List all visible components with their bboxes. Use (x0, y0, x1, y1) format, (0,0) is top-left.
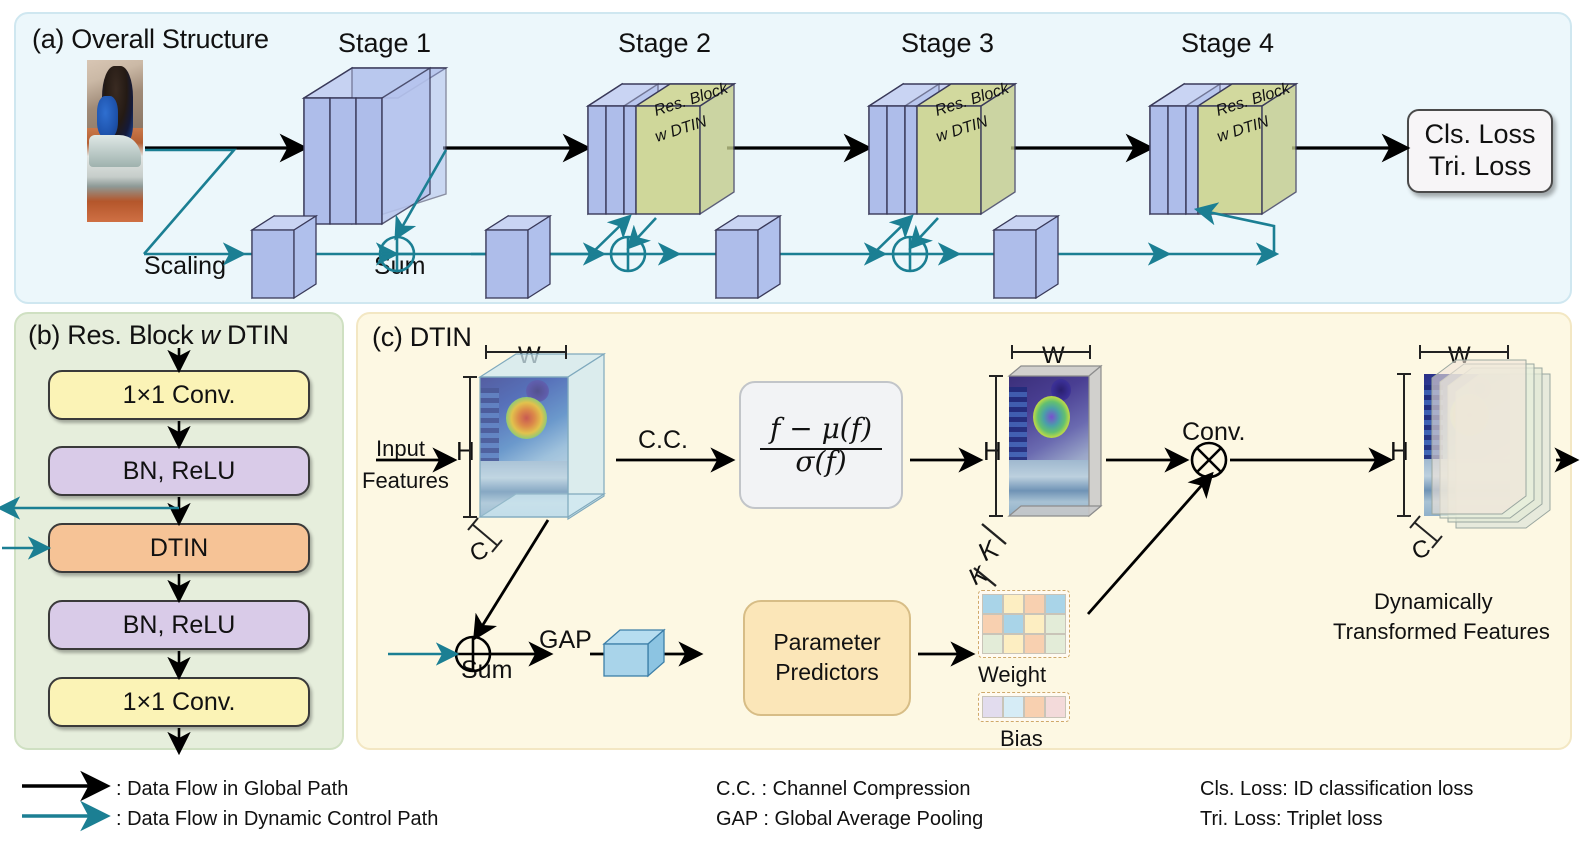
legend-dynamic-path: : Data Flow in Dynamic Control Path (116, 808, 439, 830)
svg-text:K: K (974, 533, 1003, 568)
scaling-label: Scaling (144, 252, 226, 280)
legend-tri-loss: Tri. Loss: Triplet loss (1200, 808, 1383, 830)
weight-cell (1024, 634, 1045, 654)
normalized-feature-map-photo (1009, 376, 1089, 516)
gap-label: GAP (539, 626, 592, 654)
panel-a-title: (a) Overall Structure (32, 24, 269, 54)
normalization-formula-box: f − μ(f) σ(f) (739, 381, 903, 509)
res-block-bn-relu-1-label: BN, ReLU (122, 456, 236, 485)
input-image-thumbnail (87, 60, 143, 222)
res-block-conv-1: 1×1 Conv. (48, 370, 310, 420)
dim-w-out: W (1448, 342, 1471, 369)
res-block-bn-relu-2: BN, ReLU (48, 600, 310, 650)
legend-cc: C.C. : Channel Compression (716, 778, 971, 800)
input-features-label-line1: Input (376, 436, 425, 461)
dim-h-input: H (456, 436, 475, 466)
panel-b-title-suffix: DTIN (219, 320, 289, 350)
bias-cell (1003, 696, 1024, 718)
sum-label-c: Sum (461, 656, 513, 684)
res-block-dtin-label: DTIN (149, 533, 209, 562)
output-label-line1: Dynamically (1374, 589, 1493, 614)
svg-text:w DTIN: w DTIN (1215, 113, 1271, 146)
output-label-line2: Transformed Features (1333, 619, 1550, 644)
svg-text:K: K (965, 560, 991, 591)
bias-cell (982, 696, 1003, 718)
weight-cell (982, 634, 1003, 654)
stage-4-label: Stage 4 (1181, 28, 1275, 58)
panel-c-title: (c) DTIN (372, 322, 472, 352)
panel-b-title: (b) Res. Block w DTIN (28, 320, 289, 351)
svg-text:w DTIN: w DTIN (934, 113, 990, 146)
bias-grid (978, 692, 1070, 722)
stage-3-label: Stage 3 (901, 28, 995, 58)
weight-cell (1045, 594, 1066, 614)
legend-cls-loss: Cls. Loss: ID classification loss (1200, 778, 1474, 800)
panel-overall-structure: (a) Overall Structure Stage 1 Stage 2 St… (14, 12, 1572, 304)
tri-loss-label: Tri. Loss (1428, 151, 1532, 181)
panel-a-graphics: Res. Block w DTIN Res. Block w DTIN (143, 66, 1411, 300)
legend-gap: GAP : Global Average Pooling (716, 808, 984, 830)
stage-1-label: Stage 1 (338, 28, 432, 58)
stage-2-label: Stage 2 (618, 28, 712, 58)
formula-denominator: σ(f) (795, 445, 847, 478)
svg-text:Res. Block: Res. Block (1214, 80, 1293, 120)
dim-h-out: H (1390, 436, 1409, 466)
weight-cell (1024, 594, 1045, 614)
cc-label: C.C. (638, 426, 688, 454)
parameter-predictors-line1: Parameter (773, 629, 881, 656)
weight-cell (1024, 614, 1045, 634)
weight-cell (982, 594, 1003, 614)
dim-w-mid: W (1042, 342, 1065, 369)
weight-cell (1045, 634, 1066, 654)
weight-cell (982, 614, 1003, 634)
panel-b-title-prefix: (b) Res. Block (28, 320, 201, 350)
res-block-bn-relu-1: BN, ReLU (48, 446, 310, 496)
parameter-predictors-box: Parameter Predictors (743, 600, 911, 716)
svg-text:C: C (1408, 534, 1434, 566)
res-block-bn-relu-2-label: BN, ReLU (122, 610, 236, 639)
weight-label: Weight (978, 662, 1047, 687)
res-block-conv-1-label: 1×1 Conv. (122, 380, 236, 409)
res-block-dtin: DTIN (48, 523, 310, 573)
res-block-conv-2-label: 1×1 Conv. (122, 687, 236, 716)
weight-cell (1003, 594, 1024, 614)
dim-w-input: W (518, 342, 541, 369)
conv-label: Conv. (1182, 418, 1246, 446)
svg-text:Res. Block: Res. Block (652, 80, 731, 120)
bias-cell (1024, 696, 1045, 718)
svg-text:C: C (466, 536, 492, 568)
output-feature-map-photo (1424, 374, 1510, 516)
input-feature-map-photo (480, 377, 568, 517)
bias-cell (1045, 696, 1066, 718)
weight-cell (1003, 614, 1024, 634)
weight-cell (1045, 614, 1066, 634)
panel-dtin: (c) DTIN Input Features f − μ(f) σ(f) Pa… (356, 312, 1580, 751)
formula-numerator: f − μ(f) (759, 412, 883, 450)
weight-cell (1003, 634, 1024, 654)
svg-text:Res. Block: Res. Block (933, 80, 1012, 120)
dim-h-mid: H (983, 436, 1002, 466)
panel-b-title-w: w (200, 320, 221, 350)
legend-global-path: : Data Flow in Global Path (116, 778, 349, 800)
loss-box: Cls. Loss Tri. Loss (1407, 109, 1553, 193)
bias-label: Bias (1000, 726, 1043, 751)
input-features-label-line2: Features (362, 468, 449, 493)
panel-res-block: (b) Res. Block w DTIN 1×1 Conv. BN, ReLU… (0, 312, 344, 756)
sum-label-1: Sum (374, 252, 426, 280)
cls-loss-label: Cls. Loss (1424, 119, 1536, 150)
weight-grid (978, 590, 1070, 658)
res-block-conv-2: 1×1 Conv. (48, 677, 310, 727)
parameter-predictors-line2: Predictors (775, 659, 879, 685)
svg-text:w DTIN: w DTIN (653, 113, 709, 146)
